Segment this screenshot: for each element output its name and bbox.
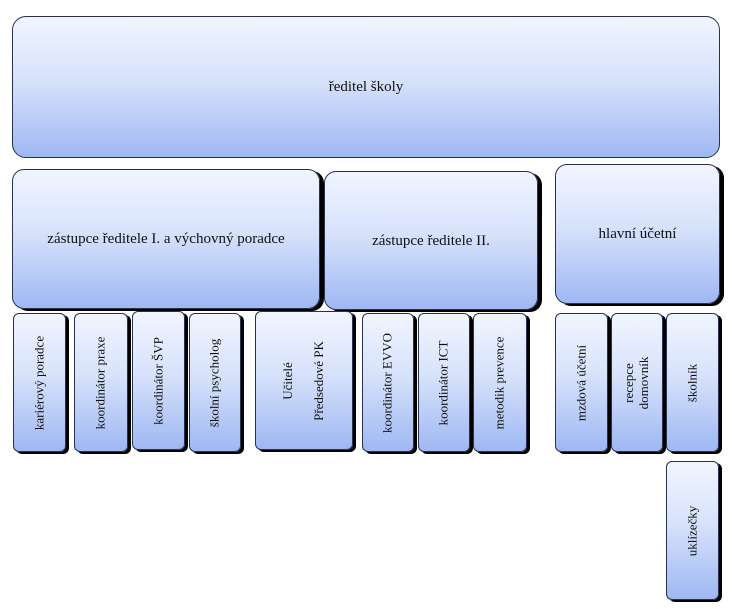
deputy-2-box: zástupce ředitele II.: [324, 171, 538, 310]
ict-coordinator-box: koordinátor ICT: [418, 313, 470, 452]
cleaners-box: uklízečky: [666, 461, 719, 600]
practice-coordinator-box: koordinátor praxe: [74, 313, 128, 452]
caretaker-line: domovník: [636, 356, 651, 409]
ict-coordinator-label: koordinátor ICT: [435, 340, 451, 425]
subject-heads-line: Předsedové PK: [311, 340, 326, 421]
practice-coordinator-label: koordinátor praxe: [92, 336, 108, 429]
payroll-accountant-label: mzdová účetní: [573, 344, 589, 421]
deputy-1-label: zástupce ředitele I. a výchovný poradce: [47, 231, 285, 247]
prevention-methodist-label: metodik prevence: [491, 336, 507, 429]
svp-coordinator-label: koordinátor ŠVP: [150, 336, 166, 425]
deputy-2-label: zástupce ředitele II.: [372, 232, 490, 249]
director-label: ředitel školy: [328, 79, 404, 95]
janitor-label: školník: [684, 363, 700, 402]
chief-accountant-box: hlavní účetní: [555, 164, 720, 304]
school-psychologist-label: školní psycholog: [206, 338, 222, 427]
teachers-line: Učitelé: [280, 361, 296, 400]
payroll-accountant-box: mzdová účetní: [555, 313, 608, 452]
career-advisor-box: kariérový poradce: [13, 313, 66, 452]
evvo-coordinator-box: koordinátor EVVO: [362, 313, 414, 452]
deputy-1-box: zástupce ředitele I. a výchovný poradce: [12, 169, 320, 309]
school-psychologist-box: školní psycholog: [189, 313, 241, 452]
janitor-box: školník: [666, 313, 719, 452]
reception-box: recepce domovník: [611, 313, 663, 452]
svp-coordinator-box: koordinátor ŠVP: [132, 311, 185, 450]
director-box: ředitel školy: [12, 16, 720, 158]
prevention-methodist-box: metodik prevence: [473, 313, 527, 452]
evvo-coordinator-label: koordinátor EVVO: [379, 332, 395, 433]
career-advisor-label: kariérový poradce: [31, 335, 47, 430]
teachers-label: Učitelé Předsedové PK: [280, 340, 327, 421]
cleaners-label: uklízečky: [684, 505, 700, 556]
reception-label: recepce domovník: [621, 356, 652, 409]
reception-line: recepce: [621, 362, 637, 403]
teachers-box: Učitelé Předsedové PK: [255, 311, 353, 450]
chief-accountant-label: hlavní účetní: [598, 226, 677, 242]
